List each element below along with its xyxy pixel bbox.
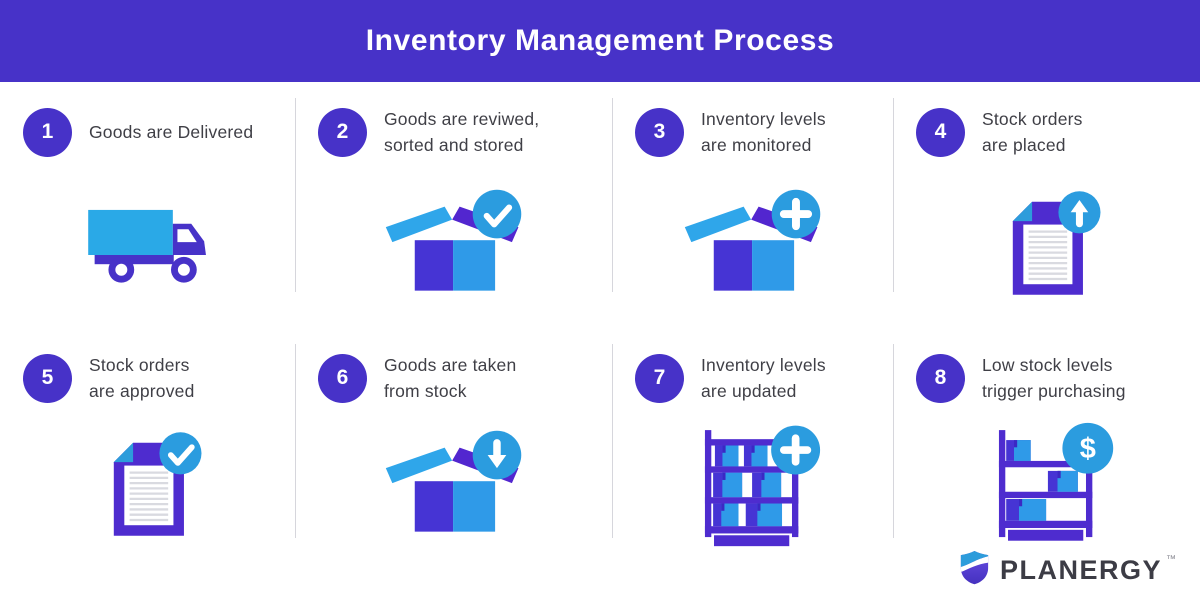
- planergy-shield-icon: [959, 550, 990, 590]
- shelf-dollar-icon: $: [893, 416, 1200, 552]
- step-number-badge: 4: [916, 107, 965, 157]
- step-card-2: 2 Goods are reviwed,sorted and stored: [295, 96, 612, 342]
- column-divider: [295, 98, 296, 292]
- title-banner: Inventory Management Process: [0, 0, 1200, 82]
- steps-grid: 1 Goods are Delivered 2 Goods are reviwe…: [0, 96, 1200, 552]
- column-divider: [295, 344, 296, 538]
- box-check-icon: [295, 180, 612, 306]
- step-card-1: 1 Goods are Delivered: [0, 96, 295, 342]
- shelf-plus-icon: [612, 416, 893, 552]
- column-divider: [612, 98, 613, 292]
- svg-text:$: $: [1079, 433, 1095, 465]
- column-divider: [893, 98, 894, 292]
- step-label: Goods are reviwed,sorted and stored: [384, 108, 540, 156]
- document-up-arrow-icon: [893, 180, 1200, 306]
- step-number-badge: 8: [916, 353, 965, 403]
- step-number-badge: 1: [23, 107, 72, 157]
- document-check-icon: [0, 416, 295, 552]
- steps-row-1: 1 Goods are Delivered 2 Goods are reviwe…: [0, 96, 1200, 342]
- page-title: Inventory Management Process: [365, 24, 835, 57]
- step-number-badge: 2: [318, 107, 367, 157]
- step-label: Goods are Delivered: [89, 121, 254, 142]
- column-divider: [893, 344, 894, 538]
- step-number-badge: 3: [635, 107, 684, 157]
- delivery-truck-icon: [0, 180, 295, 306]
- box-down-arrow-icon: [295, 416, 612, 552]
- step-number-badge: 7: [635, 353, 684, 403]
- step-number-badge: 6: [318, 353, 367, 403]
- step-number-badge: 5: [23, 353, 72, 403]
- box-plus-icon: [612, 180, 893, 306]
- brand-wordmark: PLANERGY: [999, 554, 1162, 585]
- planergy-logo: PLANERGY ™: [959, 550, 1176, 590]
- trademark-symbol: ™: [1166, 554, 1176, 565]
- column-divider: [612, 344, 613, 538]
